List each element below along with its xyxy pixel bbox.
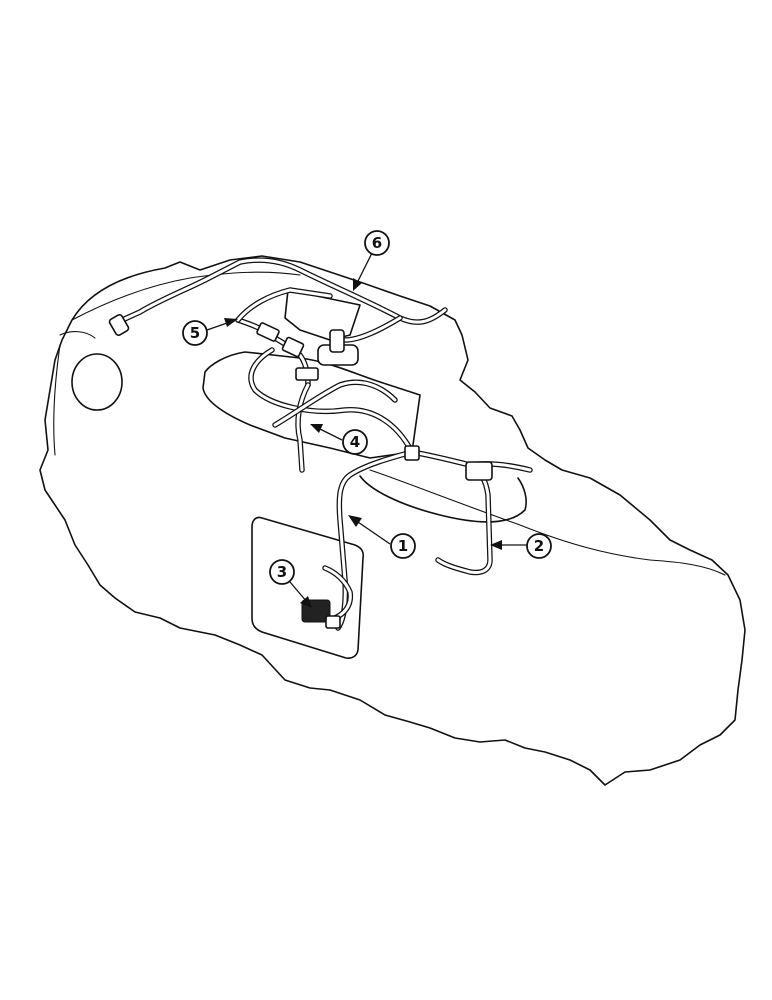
tube-1: [335, 449, 415, 631]
union-fitting-right: [281, 336, 305, 358]
top-valve-stem: [329, 329, 345, 353]
tube-6: [115, 257, 448, 343]
callout-2[interactable]: 2: [490, 533, 552, 559]
switch-fitting: [465, 461, 493, 481]
tee-fitting: [404, 445, 420, 461]
tube-plate: [322, 565, 354, 623]
transmission-housing: [39, 255, 746, 786]
svg-text:5: 5: [190, 324, 200, 342]
callout-6[interactable]: 6: [353, 230, 390, 291]
top-cover: [202, 351, 421, 459]
housing-boss: [71, 353, 123, 411]
svg-text:4: 4: [350, 433, 360, 451]
callout-4[interactable]: 4: [310, 424, 368, 455]
callouts: 1 2 3 4 5: [182, 230, 552, 608]
side-cover: [359, 475, 527, 523]
svg-text:2: 2: [534, 537, 544, 555]
svg-text:1: 1: [398, 537, 408, 555]
union-fitting-left: [256, 322, 280, 342]
tube-4: [248, 347, 415, 473]
callout-1[interactable]: 1: [348, 515, 416, 559]
svg-text:3: 3: [277, 563, 287, 581]
callout-3[interactable]: 3: [269, 559, 312, 608]
hydraulic-lines: [115, 257, 533, 631]
tube-clamp: [295, 367, 319, 381]
valve-3-port: [325, 615, 341, 629]
callout-5[interactable]: 5: [182, 318, 238, 346]
svg-text:6: 6: [372, 234, 382, 252]
elbow-fitting: [108, 314, 130, 336]
mounting-plate: [251, 516, 365, 659]
